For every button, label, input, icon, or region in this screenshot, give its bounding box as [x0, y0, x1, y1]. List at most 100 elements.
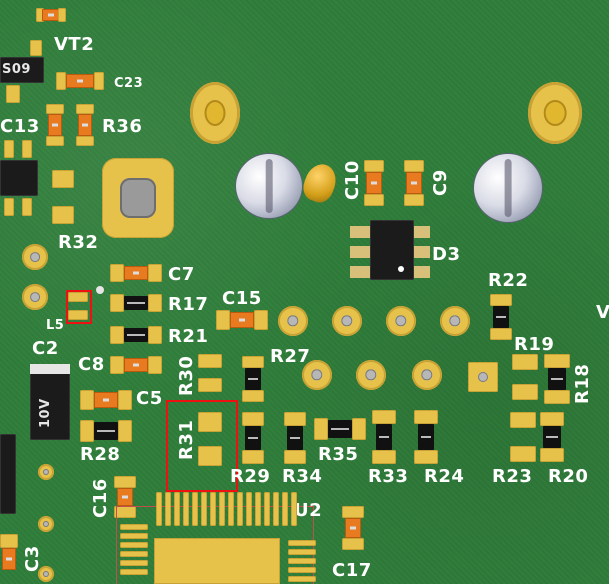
pad	[242, 450, 264, 464]
pad	[198, 378, 222, 392]
fiducial	[96, 286, 104, 294]
label-r27: R27	[270, 346, 311, 367]
cap-c15-body	[230, 312, 254, 328]
pad	[198, 354, 222, 368]
res-r21-body	[124, 328, 148, 342]
cap-c10-body	[366, 172, 382, 194]
via-pad	[22, 244, 48, 270]
label-c15: C15	[222, 288, 262, 309]
res-r29-body	[245, 426, 261, 450]
pad	[76, 136, 94, 146]
pad	[46, 136, 64, 146]
cap-c7-body	[124, 266, 148, 280]
via-pad	[302, 360, 332, 390]
pad	[242, 390, 264, 402]
pin	[414, 266, 430, 278]
pad	[342, 538, 364, 550]
u2-right-pins	[288, 540, 316, 584]
label-r17: R17	[168, 294, 209, 315]
via-pad	[38, 516, 54, 532]
pad	[284, 412, 306, 426]
pad	[216, 310, 230, 330]
pad	[544, 354, 570, 368]
pad	[114, 506, 136, 518]
label-r34: R34	[282, 466, 323, 487]
cap-c23-body	[66, 74, 94, 88]
pad	[490, 294, 512, 306]
res-r36-body	[78, 114, 92, 136]
label-c10: C10	[342, 160, 363, 200]
pad	[352, 418, 366, 440]
label-r19: R19	[514, 334, 555, 355]
res-r34-body	[287, 426, 303, 450]
cap-c3-body	[2, 548, 16, 570]
pad	[0, 534, 18, 548]
pad	[540, 448, 564, 462]
pad	[110, 294, 124, 312]
pad	[242, 412, 264, 426]
mount-ring-left	[190, 82, 240, 144]
pad	[110, 264, 124, 282]
via-pad	[440, 306, 470, 336]
res-r22-body	[493, 306, 509, 328]
large-pad	[102, 158, 174, 238]
pad	[364, 160, 384, 172]
pin	[414, 226, 430, 238]
pad	[404, 194, 424, 206]
pad	[52, 206, 74, 224]
label-c7: C7	[168, 264, 195, 285]
pad	[148, 264, 162, 282]
via-pad	[278, 306, 308, 336]
highlight-l5	[66, 290, 92, 324]
cap-c-top	[42, 9, 60, 21]
pad	[76, 104, 94, 114]
pad	[36, 8, 44, 22]
cap-c17-body	[345, 518, 361, 538]
screw-left	[236, 154, 302, 218]
chip-s09-text: S09	[2, 62, 31, 77]
pad	[94, 72, 104, 90]
label-r20: R20	[548, 466, 589, 487]
pad	[414, 410, 438, 424]
cap-c9-body	[406, 172, 422, 194]
cap-c16-body	[117, 488, 133, 506]
pad	[68, 310, 88, 320]
via-pad	[38, 464, 54, 480]
sot23-left	[0, 160, 38, 196]
label-r33: R33	[368, 466, 409, 487]
pad	[6, 85, 20, 103]
pad	[110, 326, 124, 344]
pad	[80, 390, 94, 410]
u2-left-pins	[120, 524, 148, 584]
via-pad	[386, 306, 416, 336]
res-r27-body	[245, 368, 261, 390]
label-c8: C8	[78, 354, 105, 375]
pin	[350, 266, 370, 278]
pad	[372, 410, 396, 424]
pad	[314, 418, 328, 440]
res-r35-body	[328, 420, 352, 438]
pad	[22, 198, 32, 216]
cap-c2-value: 10V	[38, 398, 53, 428]
ic-left-edge	[0, 434, 16, 514]
label-l5: L5	[46, 318, 65, 333]
via-pad	[412, 360, 442, 390]
u2-top-pins	[156, 492, 302, 526]
pad	[414, 450, 438, 464]
label-r36: R36	[102, 116, 143, 137]
pad	[540, 412, 564, 426]
label-u2: U2	[294, 500, 323, 521]
pad	[404, 160, 424, 172]
pin	[350, 246, 370, 258]
res-r33-body	[376, 424, 392, 450]
pad	[198, 412, 222, 432]
via-pad	[356, 360, 386, 390]
label-c16: C16	[90, 478, 111, 518]
label-vt2: VT2	[54, 34, 95, 55]
square-pad	[468, 362, 498, 392]
solder-blob	[299, 160, 341, 206]
mount-ring-right	[528, 82, 582, 144]
pad	[284, 450, 306, 464]
pad	[490, 328, 512, 340]
